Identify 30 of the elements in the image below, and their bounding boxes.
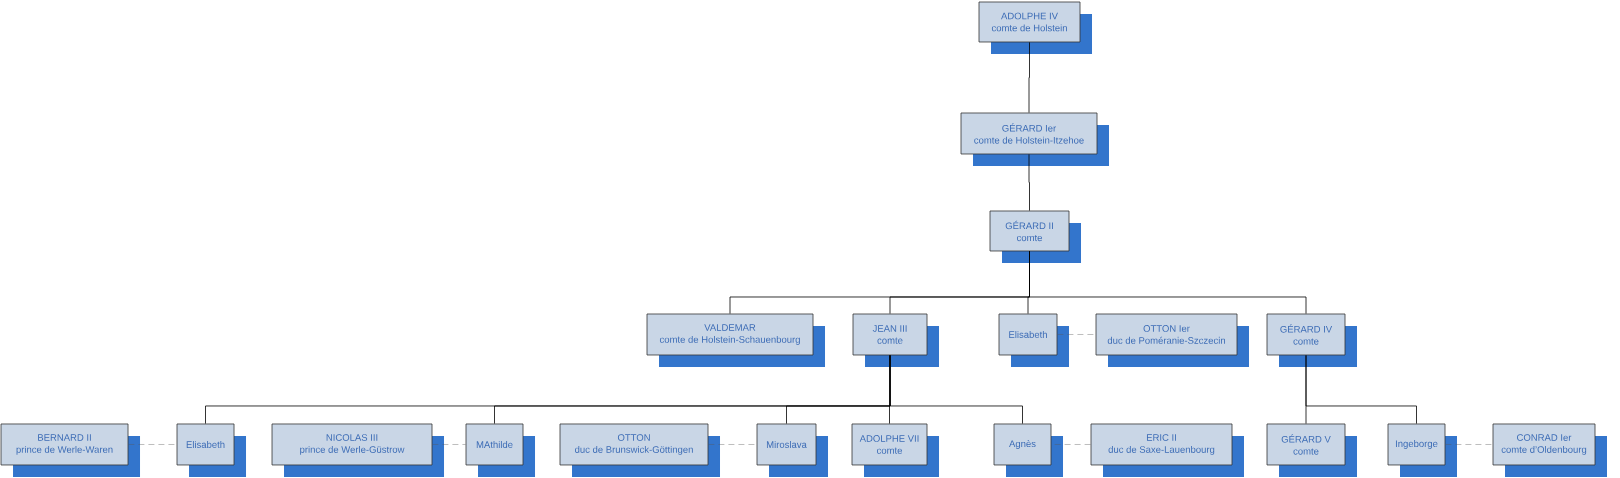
person-box: GÉRARD II comte (989, 210, 1081, 263)
person-box: ERIC II duc de Saxe-Lauenbourg (1090, 423, 1244, 477)
person-box: GÉRARD IV comte (1266, 313, 1357, 367)
person-box: ADOLPHE IV comte de Holstein (978, 1, 1092, 54)
connector-line (1305, 355, 1417, 424)
marriage-line (432, 444, 466, 445)
person-box: JEAN III comte (852, 313, 939, 367)
person-box: OTTON Ier duc de Poméranie-Szczecin (1095, 313, 1249, 367)
marriage-line (1445, 444, 1493, 445)
person-box: Miroslava (756, 423, 828, 477)
marriage-line (128, 444, 177, 445)
person-box: Ingeborge (1387, 423, 1457, 477)
person-box: CONRAD Ier comte d’Oldenbourg (1492, 423, 1607, 477)
person-box: Agnès (993, 423, 1063, 477)
connector-line (1028, 154, 1030, 211)
connector-line (1028, 42, 1030, 113)
person-box: GÉRARD Ier comte de Holstein-Itzehoe (960, 112, 1109, 166)
person-box: VALDEMAR comte de Holstein-Schauenbourg (646, 313, 825, 367)
connector-line (889, 355, 1023, 424)
person-box: ADOLPHE VII comte (851, 423, 939, 477)
marriage-line (708, 444, 757, 445)
connector-line (1029, 251, 1307, 314)
person-box: OTTON duc de Brunswick-Göttingen (559, 423, 720, 477)
person-box: NICOLAS III prince de Werle-Güstrow (271, 423, 444, 477)
marriage-line (1057, 334, 1096, 335)
person-box: MAthilde (465, 423, 535, 477)
person-box: GÉRARD V comte (1266, 423, 1357, 477)
person-box: Elisabeth (998, 313, 1069, 367)
person-box: BERNARD II prince de Werle-Waren (0, 423, 140, 477)
person-box: Elisabeth (176, 423, 246, 477)
